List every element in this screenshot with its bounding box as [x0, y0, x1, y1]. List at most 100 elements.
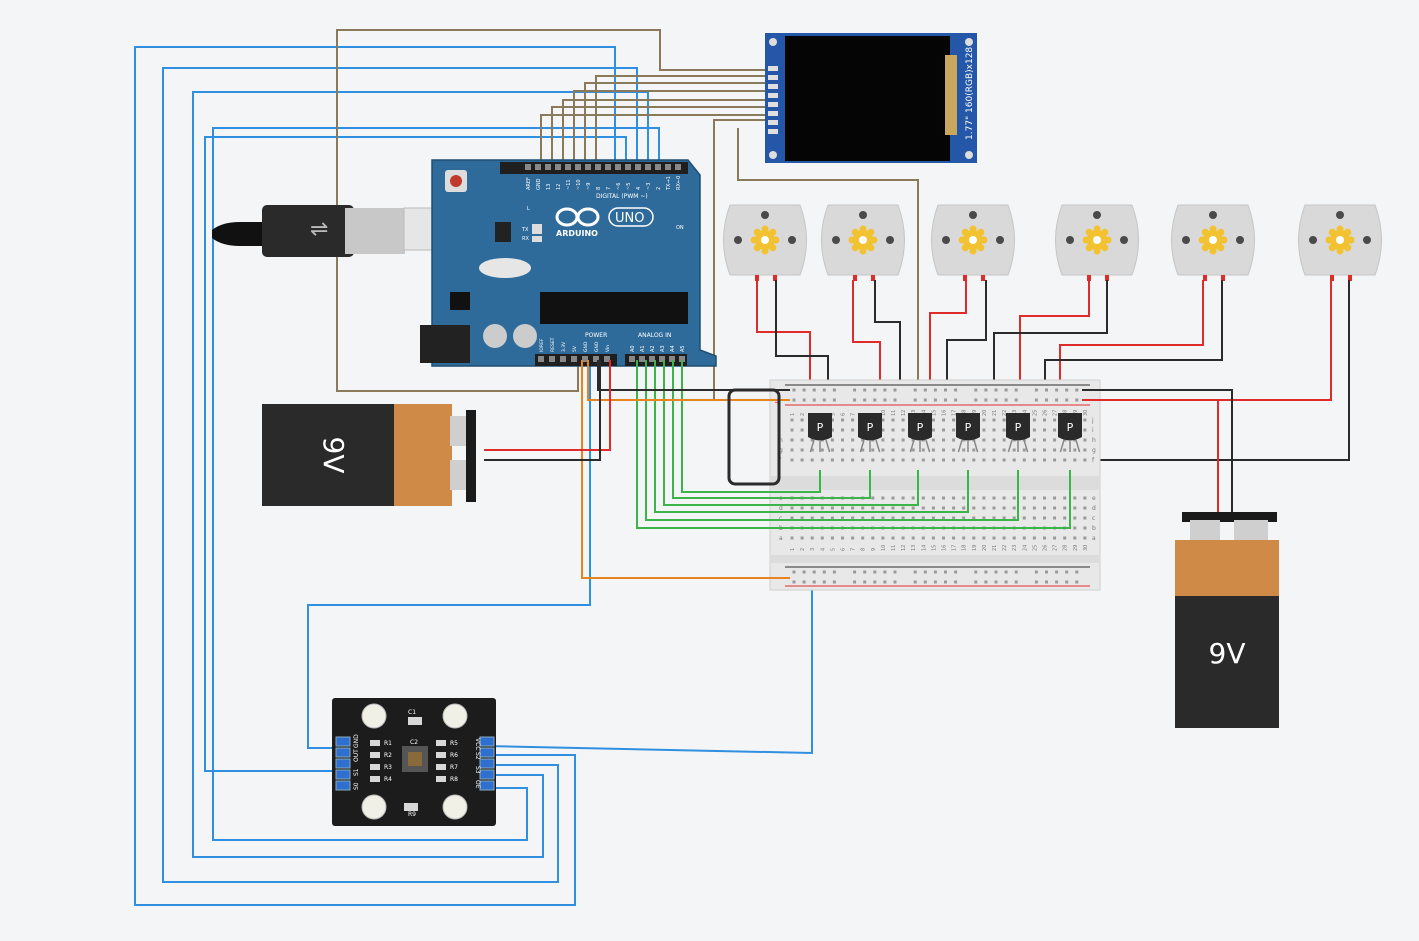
digital-pin[interactable]	[675, 164, 681, 170]
pnp-transistor[interactable]: P	[956, 413, 980, 453]
column-number: 1	[790, 548, 796, 551]
lcd-pin[interactable]	[768, 84, 778, 89]
digital-pin-label: RX←0	[676, 176, 682, 190]
digital-pin[interactable]	[555, 164, 561, 170]
chip-label: C1	[408, 709, 416, 716]
lcd-pin[interactable]	[768, 129, 778, 134]
lcd-pin[interactable]	[768, 75, 778, 80]
power-pin[interactable]	[560, 356, 566, 362]
analog-pin[interactable]	[659, 356, 665, 362]
column-number: 13	[911, 410, 917, 416]
sensor-pin[interactable]	[479, 758, 495, 769]
dc-motor[interactable]	[1055, 204, 1139, 281]
sensor-pin-label: OE	[474, 780, 481, 789]
analog-header-label: ANALOG IN	[638, 332, 671, 339]
dc-motor[interactable]	[931, 204, 1015, 281]
pnp-transistor[interactable]: P	[858, 413, 882, 453]
power-pin[interactable]	[571, 356, 577, 362]
digital-pin[interactable]	[525, 164, 531, 170]
lcd-pin[interactable]	[768, 120, 778, 125]
lcd-pin[interactable]	[768, 93, 778, 98]
sensor-pin[interactable]	[479, 747, 495, 758]
arduino-uno-board[interactable]: ⇌ ARDUINO UNO DIGITAL (PWM ~) POWER ANA	[212, 159, 717, 367]
column-number: 2	[800, 548, 806, 551]
sensor-pin[interactable]	[335, 769, 351, 780]
sensor-pin[interactable]	[479, 769, 495, 780]
lcd-pin[interactable]	[768, 66, 778, 71]
power-pin[interactable]	[593, 356, 599, 362]
dc-motor[interactable]	[821, 204, 905, 281]
digital-pin[interactable]	[575, 164, 581, 170]
row-letter: d	[779, 505, 783, 512]
blue-wires[interactable]	[134, 46, 813, 906]
digital-pin[interactable]	[665, 164, 671, 170]
pnp-transistor[interactable]: P	[1006, 413, 1030, 453]
power-pin[interactable]	[538, 356, 544, 362]
dc-motor[interactable]	[1298, 204, 1382, 281]
digital-pin[interactable]	[565, 164, 571, 170]
digital-pin[interactable]	[585, 164, 591, 170]
analog-pin[interactable]	[629, 356, 635, 362]
column-number: 15	[931, 410, 937, 416]
power-wires[interactable]	[484, 360, 1233, 579]
analog-pin[interactable]	[649, 356, 655, 362]
sensor-pins-left	[335, 736, 351, 791]
analog-pin[interactable]	[669, 356, 675, 362]
sensor-pin-label: GND	[353, 734, 360, 748]
row-letter: i	[1092, 427, 1094, 434]
digital-pin-label: GND	[536, 178, 542, 190]
power-pin[interactable]	[582, 356, 588, 362]
analog-pin-label: A4	[670, 345, 676, 352]
analog-pin[interactable]	[679, 356, 685, 362]
digital-pin[interactable]	[625, 164, 631, 170]
transistor-label: P	[917, 421, 924, 434]
battery-left[interactable]: 9V	[262, 404, 476, 506]
lcd-display[interactable]: 1.77" 160(RGB)x128	[765, 33, 977, 163]
analog-pin[interactable]	[639, 356, 645, 362]
digital-pin[interactable]	[545, 164, 551, 170]
sensor-pin[interactable]	[479, 736, 495, 747]
arduino-brand: ARDUINO	[556, 229, 598, 238]
sensor-pin[interactable]	[335, 758, 351, 769]
digital-pin[interactable]	[595, 164, 601, 170]
gear-icon	[1198, 225, 1228, 255]
column-number: 26	[1043, 410, 1049, 416]
sensor-pin[interactable]	[335, 780, 351, 791]
digital-pin-label: AREF	[526, 177, 532, 190]
dc-motor[interactable]	[723, 204, 807, 281]
dc-motor[interactable]	[1171, 204, 1255, 281]
column-number: 27	[1053, 410, 1059, 416]
pnp-transistor[interactable]: P	[808, 413, 832, 453]
sensor-pin[interactable]	[335, 736, 351, 747]
digital-pin[interactable]	[635, 164, 641, 170]
lcd-pin[interactable]	[768, 111, 778, 116]
power-header-label: POWER	[585, 332, 607, 339]
digital-pin[interactable]	[655, 164, 661, 170]
digital-pin[interactable]	[535, 164, 541, 170]
sensor-resistors	[370, 740, 446, 782]
led-label-tx: TX	[521, 227, 529, 233]
column-number: 18	[962, 545, 968, 551]
power-pin-label: Vin	[605, 345, 611, 352]
pnp-transistor[interactable]: P	[1058, 413, 1082, 453]
brown-wires[interactable]	[336, 29, 919, 399]
power-pin[interactable]	[549, 356, 555, 362]
column-number: 10	[881, 410, 887, 416]
sensor-pin[interactable]	[479, 780, 495, 791]
analog-wires[interactable]	[636, 360, 1071, 529]
digital-pin[interactable]	[615, 164, 621, 170]
power-pin[interactable]	[604, 356, 610, 362]
pnp-transistor[interactable]: P	[908, 413, 932, 453]
digital-pin[interactable]	[645, 164, 651, 170]
lcd-pin[interactable]	[768, 102, 778, 107]
digital-pin-label: ~5	[626, 183, 632, 190]
sensor-pin[interactable]	[335, 747, 351, 758]
analog-pin-label: A0	[630, 345, 636, 352]
column-number: 9	[871, 548, 877, 551]
digital-pin-label: 12	[556, 184, 562, 190]
digital-pin[interactable]	[605, 164, 611, 170]
battery-right[interactable]: 9V	[1175, 512, 1279, 728]
chip-label: R3	[384, 764, 392, 771]
row-letter: d	[1092, 505, 1096, 512]
